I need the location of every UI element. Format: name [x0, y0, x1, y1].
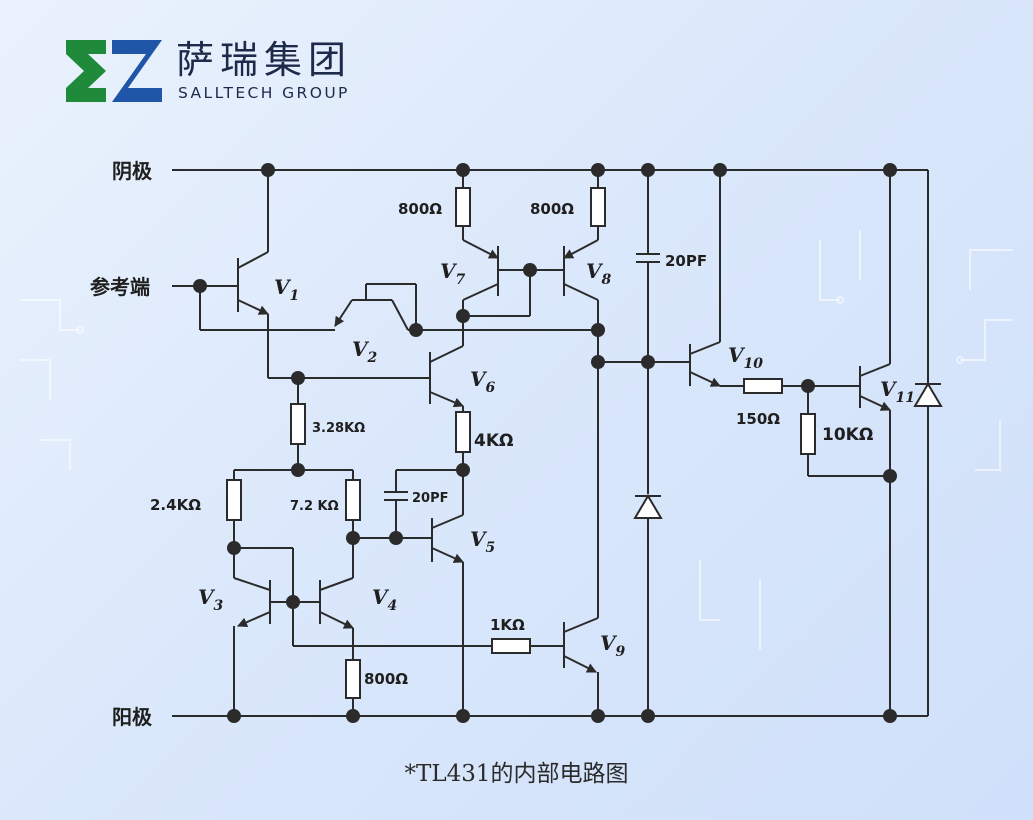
r-3-28k-label: 3.28KΩ	[312, 421, 365, 436]
junction-dots	[193, 163, 897, 723]
transistor-v11	[859, 170, 891, 716]
transistor-v6	[429, 316, 471, 515]
r-800-left-label: 800Ω	[398, 200, 442, 218]
figure-caption: *TL431的内部电路图	[404, 761, 629, 787]
company-logo: 萨瑞集团 SALLTECH GROUP	[66, 38, 366, 108]
diode-left	[633, 494, 663, 716]
v6-label: V6	[470, 367, 496, 396]
capacitor-20pf-top	[636, 170, 660, 494]
cathode-label: 阴极	[112, 159, 153, 183]
logo-chinese-name: 萨瑞集团	[176, 38, 353, 82]
r-800-right-label: 800Ω	[530, 200, 574, 218]
r-150-label: 150Ω	[736, 410, 780, 428]
r-10k-label: 10KΩ	[822, 425, 873, 445]
c-20pf-mid-label: 20PF	[412, 491, 449, 506]
r-2-4k-label: 2.4KΩ	[150, 496, 201, 514]
v2-label: V2	[352, 337, 378, 366]
diode-right	[913, 382, 943, 407]
resistor-3-28k	[290, 378, 306, 470]
v7-label: V7	[440, 259, 466, 288]
r-7-2k-label: 7.2 KΩ	[290, 499, 339, 514]
background-decoration	[20, 230, 1013, 650]
v9-label: V9	[600, 631, 626, 660]
v5-label: V5	[470, 527, 495, 556]
transistor-v2	[199, 283, 598, 331]
resistor-150	[743, 378, 860, 394]
v1-label: V1	[274, 275, 299, 304]
r-4k-label: 4KΩ	[474, 431, 513, 451]
cathode-rail	[172, 169, 929, 716]
transistor-v3	[233, 577, 293, 716]
resistor-2-4k	[226, 470, 242, 578]
v10-label: V10	[728, 343, 763, 372]
anode-label: 阳极	[112, 705, 153, 729]
transistor-v5	[431, 514, 464, 716]
resistor-1k	[293, 638, 564, 654]
resistor-10k	[800, 386, 890, 477]
transistor-v8	[563, 170, 606, 330]
transistor-v4	[293, 577, 361, 716]
salltech-logo-icon	[66, 40, 162, 102]
transistor-v10	[689, 170, 744, 387]
resistor-7-2k	[345, 470, 361, 578]
v8-label: V8	[586, 259, 612, 288]
transistor-v1	[200, 170, 269, 378]
v3-label: V3	[198, 585, 224, 614]
r-1k-label: 1KΩ	[490, 616, 525, 634]
transistor-v7	[455, 170, 499, 316]
transistor-v9	[563, 362, 599, 716]
reference-label: 参考端	[90, 275, 150, 299]
v11-label: V11	[880, 377, 915, 406]
r-800-bottom-label: 800Ω	[364, 670, 408, 688]
logo-english-name: SALLTECH GROUP	[178, 84, 350, 102]
c-20pf-top-label: 20PF	[665, 252, 707, 270]
v4-label: V4	[372, 585, 397, 614]
